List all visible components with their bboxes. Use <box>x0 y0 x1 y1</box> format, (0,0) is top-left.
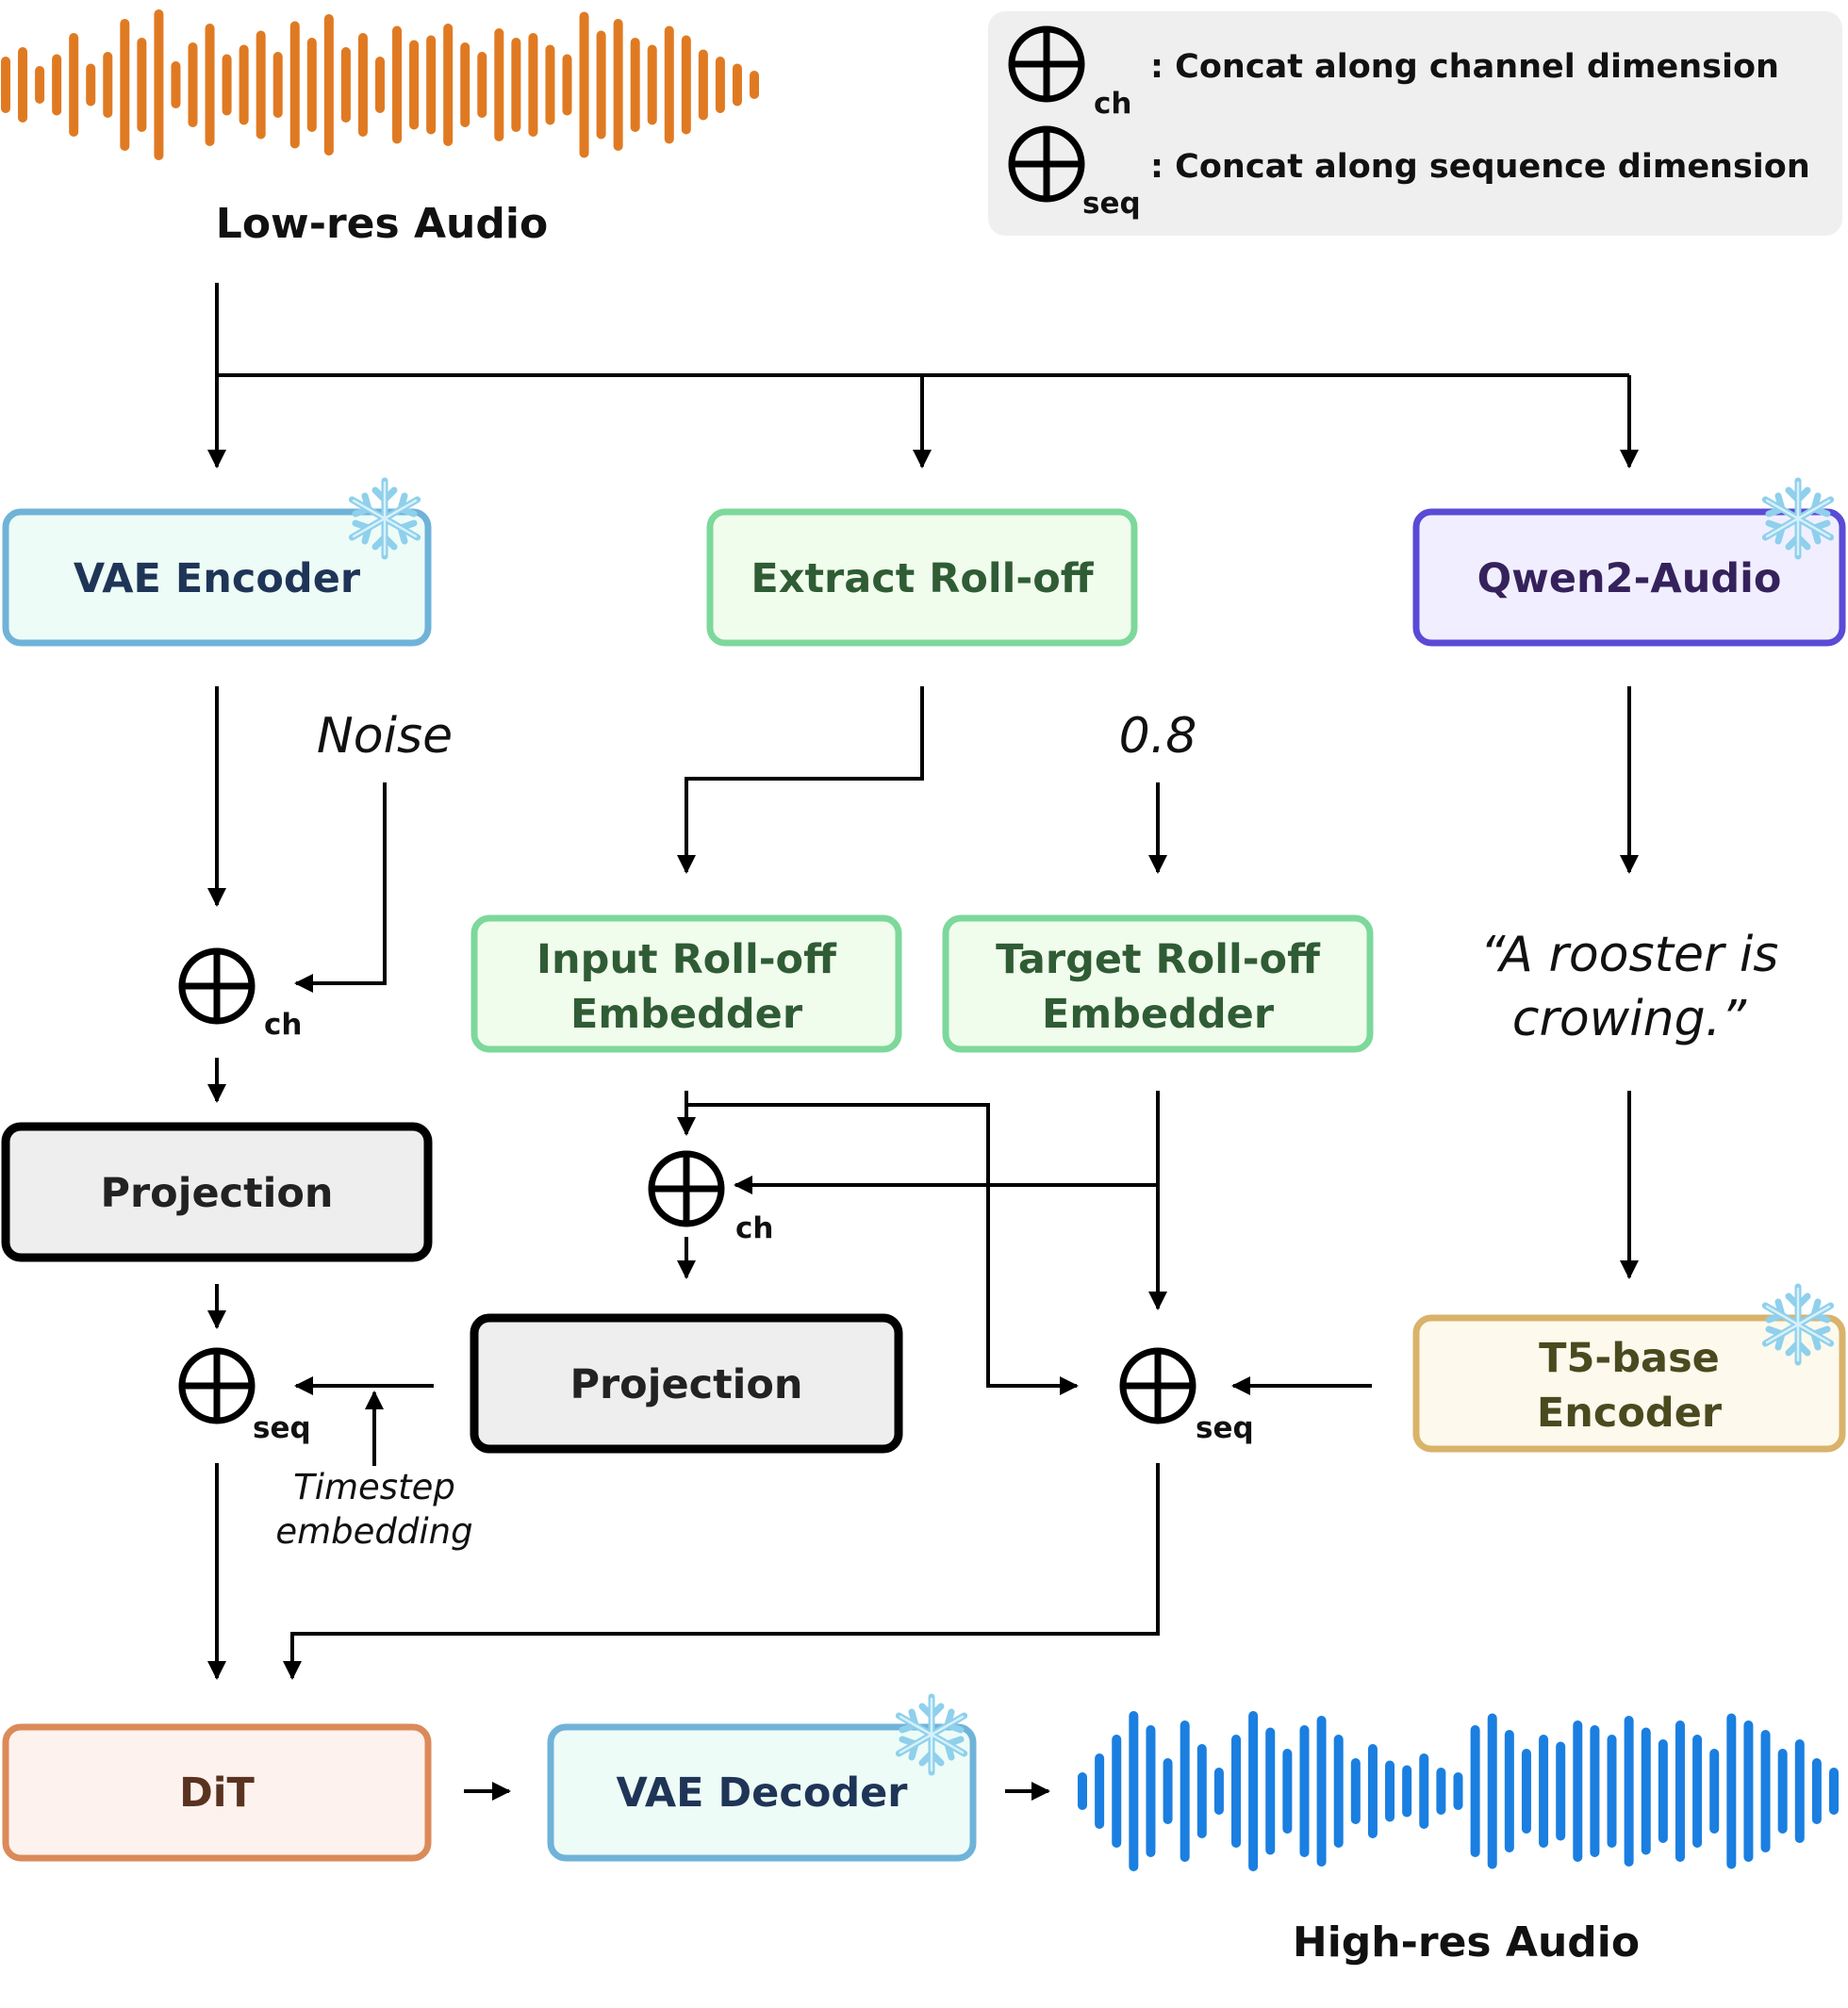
projection-mid-label: Projection <box>569 1361 802 1408</box>
input-rolloff-label-line1: Input Roll-off <box>536 936 837 983</box>
lowres-audio-label: Low-res Audio <box>216 200 548 248</box>
legend: ch : Concat along channel dimension seq … <box>988 11 1842 236</box>
legend-seq-sub: seq <box>1082 187 1141 221</box>
vae-decoder-label: VAE Decoder <box>616 1769 908 1817</box>
projection-mid-box <box>470 1313 903 1454</box>
dit-label: DiT <box>179 1769 255 1817</box>
concat-channel-noise <box>178 947 256 1025</box>
concat-sequence-icon <box>1008 125 1085 203</box>
concat-sequence-condition <box>1119 1347 1196 1424</box>
legend-ch-text: : Concat along channel dimension <box>1150 48 1779 86</box>
input-rolloff-embedder-box <box>470 914 902 1053</box>
caption-line2: crowing.” <box>1512 991 1747 1047</box>
t5-label-line1: T5-base <box>1539 1335 1720 1382</box>
extract-rolloff-box <box>706 508 1138 647</box>
concat-channel-icon <box>1008 25 1085 103</box>
timestep-label-line2: embedding <box>275 1511 472 1552</box>
concat-ch-sub: ch <box>264 1008 302 1042</box>
connectors <box>207 283 1639 1801</box>
concat-sequence-dit <box>178 1347 256 1424</box>
vae-encoder-box <box>2 508 432 647</box>
legend-panel <box>988 11 1842 236</box>
legend-seq-text: : Concat along sequence dimension <box>1150 148 1810 186</box>
input-rolloff-label-line2: Embedder <box>570 991 803 1038</box>
extract-rolloff-label: Extract Roll-off <box>751 555 1094 602</box>
dit-box <box>2 1723 432 1862</box>
qwen2-audio-box <box>1412 508 1846 647</box>
caption-line1: “A rooster is <box>1480 927 1779 983</box>
lowres-waveform <box>1 9 759 160</box>
projection-left-label: Projection <box>100 1170 333 1217</box>
concat-seq-sub: seq <box>253 1411 311 1445</box>
target-value-label: 0.8 <box>1119 708 1197 765</box>
concat-channel-rolloff <box>648 1150 725 1227</box>
projection-left-box <box>1 1122 433 1262</box>
legend-ch-sub: ch <box>1094 87 1131 121</box>
noise-label: Noise <box>317 708 453 765</box>
highres-audio-label: High-res Audio <box>1293 1918 1640 1967</box>
target-rolloff-label-line2: Embedder <box>1042 991 1275 1038</box>
concat-ch-sub: ch <box>735 1211 773 1245</box>
highres-waveform <box>1078 1711 1839 1871</box>
t5-encoder-box <box>1412 1314 1846 1453</box>
t5-label-line2: Encoder <box>1537 1390 1723 1437</box>
vae-decoder-box <box>547 1723 977 1862</box>
concat-seq-sub: seq <box>1196 1411 1254 1445</box>
target-rolloff-label-line1: Target Roll-off <box>996 936 1321 983</box>
timestep-label-line1: Timestep <box>293 1467 455 1507</box>
vae-encoder-label: VAE Encoder <box>74 555 361 602</box>
qwen2-audio-label: Qwen2-Audio <box>1477 555 1782 602</box>
target-rolloff-embedder-box <box>942 914 1374 1053</box>
